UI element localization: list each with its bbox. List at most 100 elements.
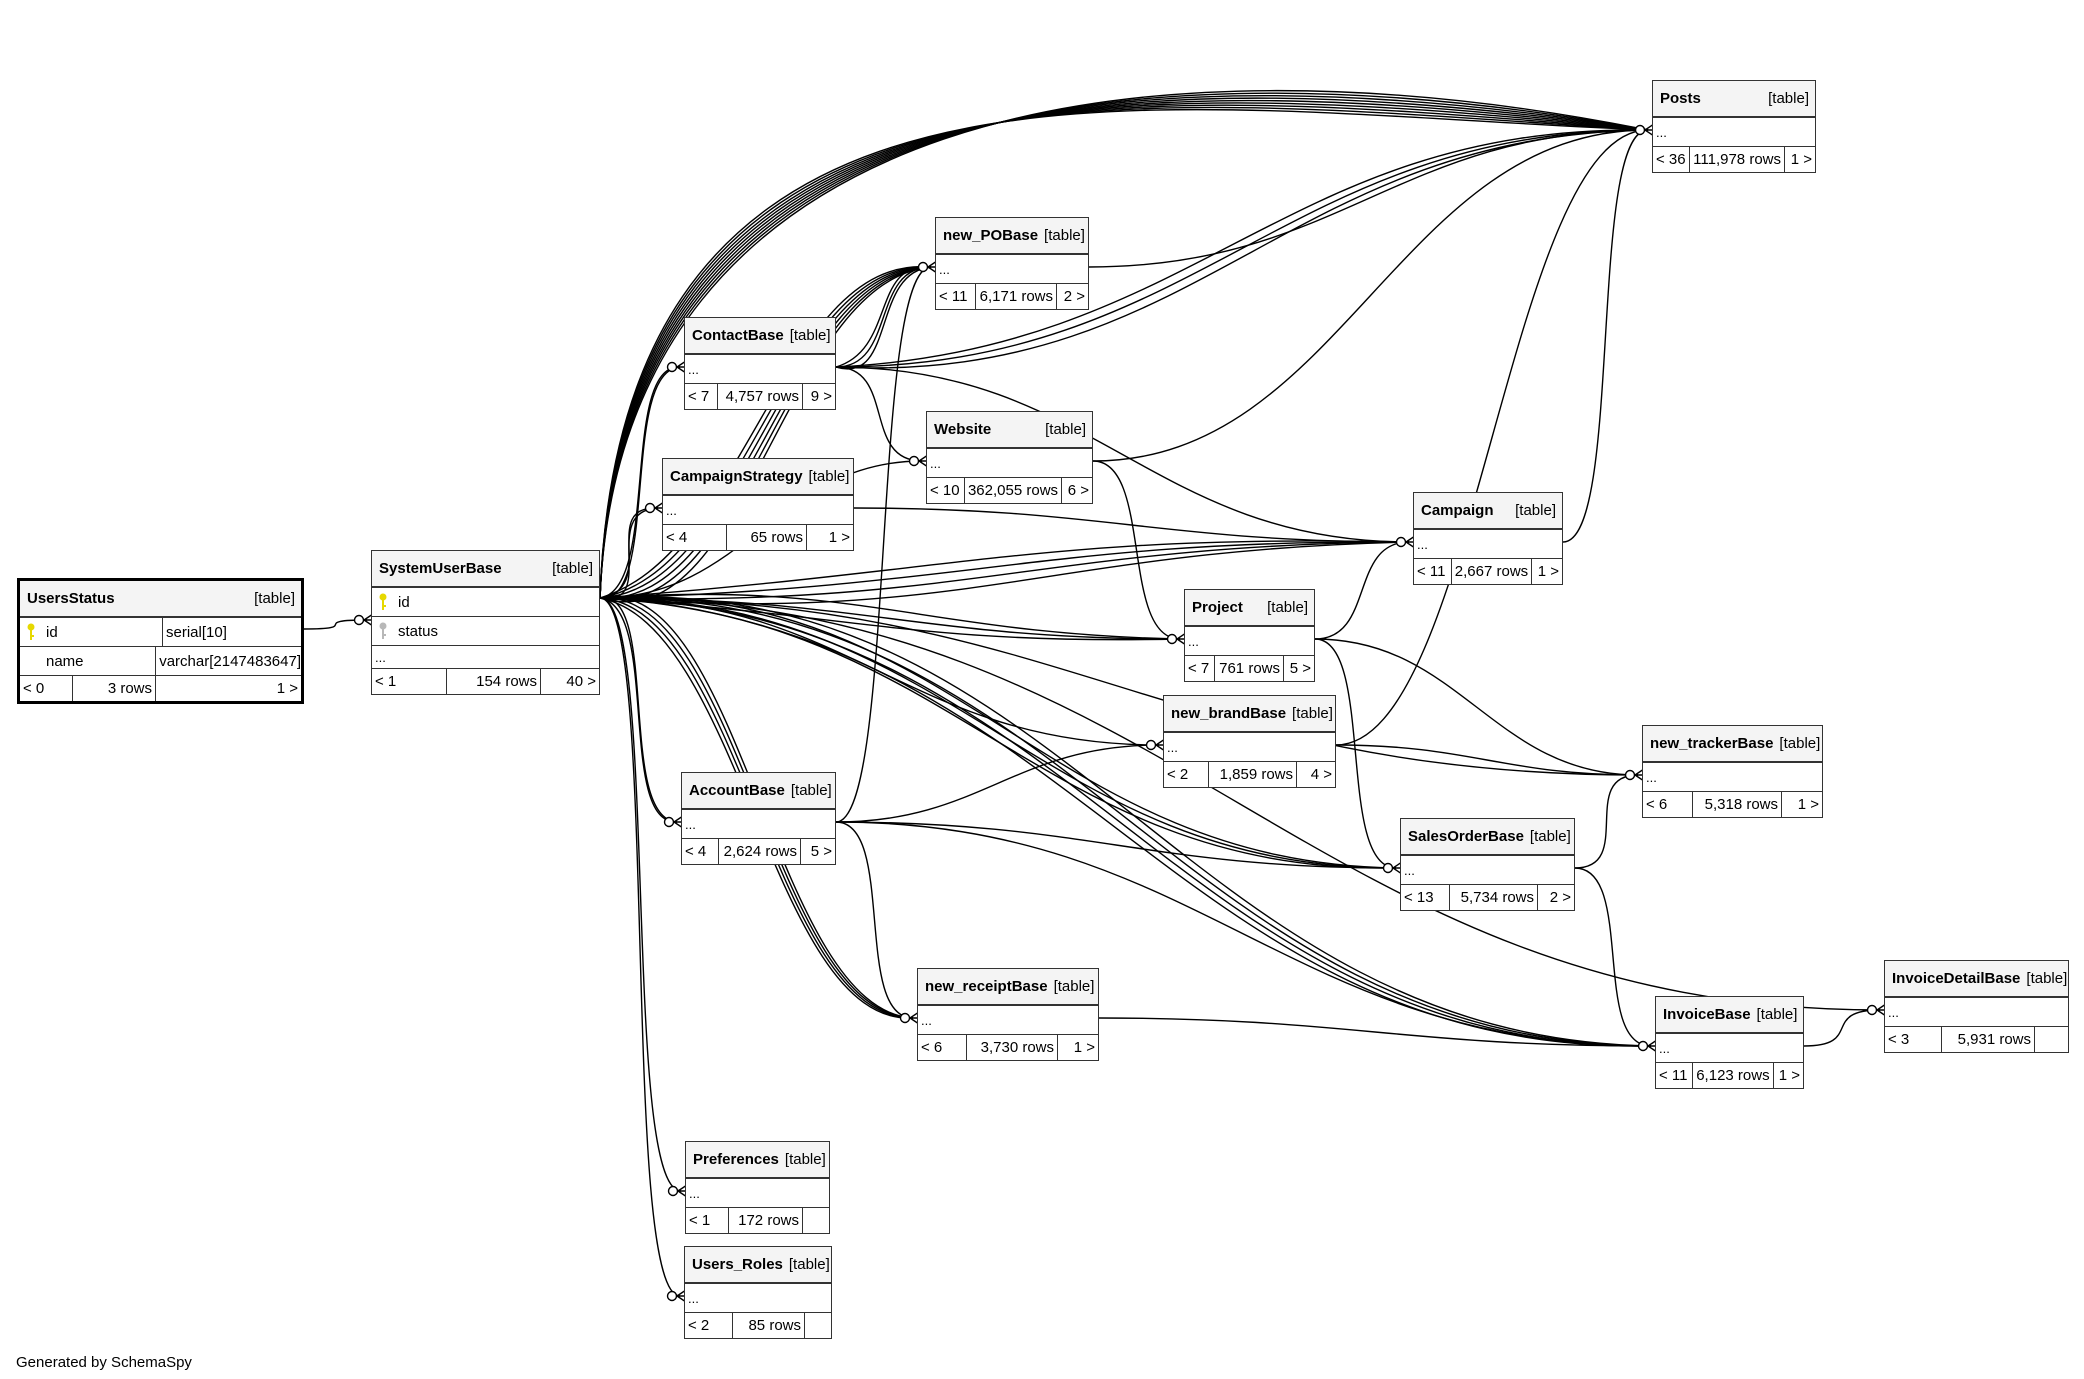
row-count: 154 rows [447,669,541,694]
column-row[interactable]: id [372,588,599,617]
table-name[interactable]: new_receiptBase [925,978,1048,995]
children-count[interactable]: 1 > [1537,563,1559,580]
parents-count[interactable]: < 11 [1656,1063,1694,1088]
relationship-line [1562,129,1649,543]
children-count[interactable]: 6 > [1067,482,1089,499]
table-name[interactable]: new_POBase [943,227,1039,244]
table-usersstatus[interactable]: UsersStatus [table] id serial[10] name v… [17,578,304,704]
parents-count[interactable]: < 6 [918,1035,967,1060]
table-name[interactable]: Campaign [1421,502,1494,519]
parents-count[interactable]: < 10 [927,478,965,503]
relationship-line [835,821,1397,869]
table-header: ContactBase[table] [685,318,835,355]
table-type: [table] [1292,705,1333,722]
parents-count[interactable]: < 2 [1164,762,1209,787]
column-row[interactable]: id serial[10] [20,618,301,647]
children-count[interactable]: 40 > [566,673,596,690]
parents-count[interactable]: < 4 [682,839,719,864]
parents-count[interactable]: < 11 [936,284,976,309]
parents-count[interactable]: < 7 [685,384,718,409]
table-header: Users_Roles[table] [685,1247,831,1284]
children-count[interactable]: 1 > [1790,151,1812,168]
table-name[interactable]: InvoiceBase [1663,1006,1751,1023]
row-count: 2,667 rows [1452,559,1533,584]
table-type: [table] [784,1151,826,1168]
table-name[interactable]: SalesOrderBase [1408,828,1524,845]
table-type: [table] [1044,227,1085,244]
children-count[interactable] [2035,1027,2068,1052]
table-type: [table] [1515,502,1556,519]
row-count: 3 rows [73,676,156,701]
table-name[interactable]: Preferences [693,1151,779,1168]
table-name[interactable]: Website [934,421,992,438]
optional-marker-icon [666,361,678,373]
parents-count[interactable]: < 4 [663,525,727,550]
children-count[interactable]: 1 > [276,680,298,697]
table-systemuserbase[interactable]: SystemUserBase [table] id status ... < 1… [371,550,600,695]
table-type: [table] [1529,828,1571,845]
children-count[interactable]: 5 > [810,843,832,860]
table-name[interactable]: UsersStatus [27,590,115,607]
children-count[interactable]: 4 > [1310,766,1332,783]
table-name[interactable]: new_trackerBase [1650,735,1774,752]
table-name[interactable]: new_brandBase [1171,705,1287,722]
parents-count[interactable]: < 36 [1653,147,1690,172]
children-count[interactable]: 1 > [1073,1039,1095,1056]
relationship-line [835,366,1410,543]
children-count[interactable]: 2 > [1549,889,1571,906]
children-count[interactable]: 2 > [1063,288,1085,305]
children-count[interactable] [803,1208,829,1233]
children-count[interactable]: 1 > [1778,1067,1800,1084]
parents-count[interactable]: < 0 [20,676,73,701]
foreign-key-icon [379,622,387,639]
column-row[interactable]: status [372,617,599,646]
table-name[interactable]: Posts [1660,90,1701,107]
relationship-line [599,597,678,823]
parents-count[interactable]: < 1 [686,1208,729,1233]
table-name[interactable]: ContactBase [692,327,784,344]
table-name[interactable]: AccountBase [689,782,785,799]
table-name[interactable]: SystemUserBase [379,560,502,577]
children-count[interactable] [805,1313,831,1338]
row-count: 5,318 rows [1693,792,1782,817]
parents-count[interactable]: < 6 [1643,792,1693,817]
table-name[interactable]: InvoiceDetailBase [1892,970,2021,987]
children-count[interactable]: 1 > [1797,796,1819,813]
row-count: 1,859 rows [1209,762,1297,787]
parents-count[interactable]: < 1 [372,669,447,694]
parents-count[interactable]: < 2 [685,1313,733,1338]
parents-count[interactable]: < 3 [1885,1027,1942,1052]
parents-count[interactable]: < 7 [1185,656,1215,681]
column-type: serial[10] [162,618,301,646]
children-count[interactable]: 9 > [810,388,832,405]
parents-count[interactable]: < 11 [1414,559,1452,584]
children-count[interactable]: 1 > [828,529,850,546]
row-count: 172 rows [729,1208,803,1233]
relationship-line [835,821,914,1019]
parents-count[interactable]: < 13 [1401,885,1450,910]
column-row[interactable]: name varchar[2147483647] [20,647,301,676]
optional-marker-icon [917,261,929,273]
table-name[interactable]: Project [1192,599,1243,616]
table-name[interactable]: CampaignStrategy [670,468,803,485]
table-name[interactable]: Users_Roles [692,1256,783,1273]
children-count[interactable]: 5 > [1289,660,1311,677]
